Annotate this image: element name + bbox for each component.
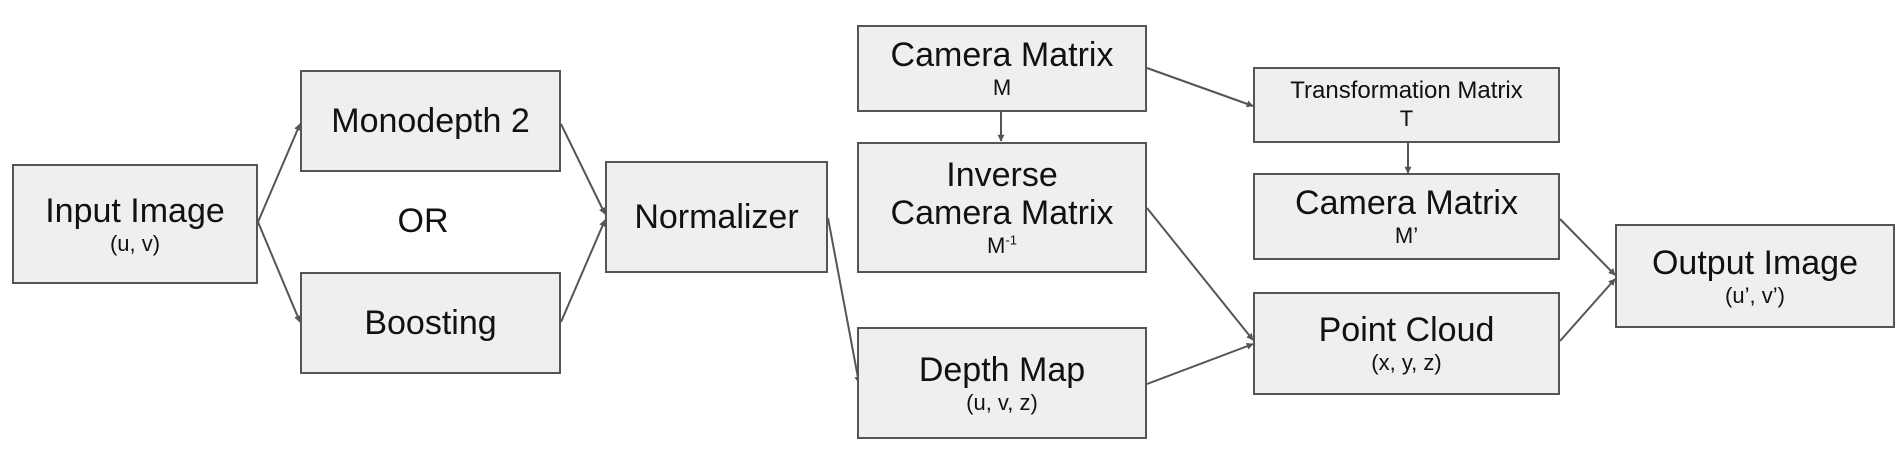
- arrow-inverse-to-point-cloud: [1146, 207, 1254, 341]
- point-cloud-title: Point Cloud: [1318, 311, 1495, 350]
- point-cloud-coords: (x, y, z): [1371, 350, 1442, 376]
- camera-matrix-prime-title: Camera Matrix: [1295, 184, 1518, 223]
- inverse-camera-matrix-title-line2: Camera Matrix: [890, 194, 1114, 233]
- arrow-input-to-boosting: [257, 221, 301, 323]
- depth-map-node: Depth Map (u, v, z): [857, 327, 1147, 439]
- transformation-matrix-title: Transformation Matrix: [1290, 77, 1523, 105]
- camera-matrix-title: Camera Matrix: [890, 36, 1114, 75]
- transformation-matrix-symbol: T: [1399, 106, 1414, 132]
- inverse-camera-matrix-symbol: M-1: [987, 232, 1017, 259]
- arrow-monodepth-to-normalizer: [560, 123, 606, 215]
- input-image-node: Input Image (u, v): [12, 164, 258, 284]
- camera-matrix-prime-node: Camera Matrix M’: [1253, 173, 1560, 260]
- depth-map-coords: (u, v, z): [966, 389, 1038, 415]
- arrow-boosting-to-normalizer: [560, 219, 606, 323]
- camera-matrix-prime-symbol: M’: [1394, 223, 1419, 249]
- arrow-normalizer-to-depth-map: [827, 217, 862, 384]
- arrow-point-cloud-to-output: [1559, 278, 1616, 342]
- arrow-camera-to-transformation: [1146, 67, 1254, 108]
- inverse-camera-matrix-title-line1: Inverse: [946, 156, 1058, 195]
- inverse-camera-matrix-node: Inverse Camera Matrix M-1: [857, 142, 1147, 273]
- inverse-symbol-exponent: -1: [1005, 232, 1017, 248]
- output-image-node: Output Image (u’, v’): [1615, 224, 1895, 328]
- output-image-coords: (u’, v’): [1725, 282, 1785, 308]
- or-label: OR: [397, 202, 449, 240]
- inverse-symbol-base: M: [987, 233, 1006, 259]
- arrow-camera-prime-to-output: [1559, 218, 1616, 276]
- normalizer-title: Normalizer: [634, 197, 799, 236]
- camera-matrix-symbol: M: [992, 75, 1012, 101]
- arrow-depth-map-to-point-cloud: [1146, 342, 1254, 385]
- point-cloud-node: Point Cloud (x, y, z): [1253, 292, 1560, 395]
- boosting-title: Boosting: [364, 303, 497, 342]
- transformation-matrix-node: Transformation Matrix T: [1253, 67, 1560, 143]
- input-image-coords: (u, v): [109, 230, 161, 256]
- camera-matrix-node: Camera Matrix M: [857, 25, 1147, 112]
- output-image-title: Output Image: [1651, 243, 1858, 282]
- arrow-input-to-monodepth: [257, 123, 301, 223]
- monodepth-title: Monodepth 2: [331, 101, 530, 140]
- boosting-node: Boosting: [300, 272, 561, 374]
- monodepth-node: Monodepth 2: [300, 70, 561, 172]
- input-image-title: Input Image: [45, 191, 225, 230]
- normalizer-node: Normalizer: [605, 161, 828, 273]
- depth-map-title: Depth Map: [918, 350, 1086, 389]
